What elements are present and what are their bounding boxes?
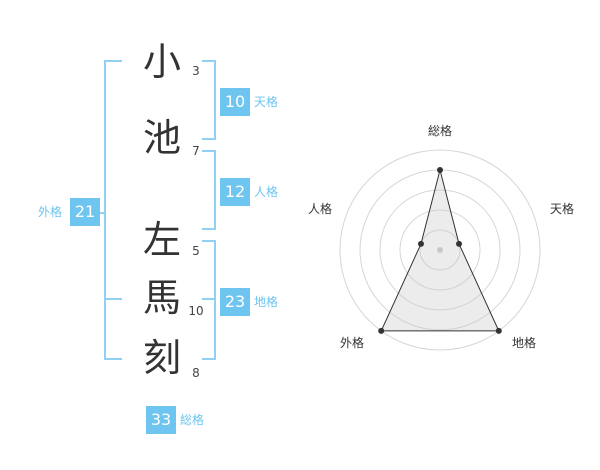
radar-point-3 (495, 327, 502, 334)
soukaku-label: 総格 (180, 413, 205, 427)
jinkaku-label: 人格 (254, 185, 279, 199)
name-char-5: 刻 (142, 336, 181, 380)
radar-ring-1 (419, 229, 461, 271)
gaikaku-label: 外格 (38, 205, 63, 219)
jinkaku-bracket (202, 150, 216, 230)
radar-axis-label-gaikaku: 外格 (339, 336, 364, 350)
radar-point-5 (417, 240, 424, 247)
radar-axis-label-soukaku: 総格 (427, 124, 452, 138)
tenkaku-bracket (202, 60, 216, 140)
stroke-count-5: 8 (192, 366, 200, 380)
radar-ring-2 (399, 209, 481, 291)
soukaku-badge: 33 (146, 406, 176, 434)
gaikaku-bracket (104, 60, 122, 360)
name-char-1: 小 (142, 40, 181, 84)
radar-chart-svg (339, 149, 541, 351)
radar-axis-label-tenkaku: 天格 (549, 202, 574, 216)
radar-center-dot (437, 247, 443, 253)
name-char-3: 左 (142, 218, 181, 262)
radar-point-4 (378, 327, 385, 334)
stroke-count-3: 5 (192, 244, 200, 258)
chikaku-label: 地格 (254, 295, 279, 309)
name-char-2: 池 (142, 116, 181, 160)
gaikaku-badge: 21 (70, 198, 100, 226)
stroke-count-1: 3 (192, 64, 200, 78)
radar-chart (300, 100, 600, 380)
chikaku-bracket-tick (202, 298, 216, 300)
chikaku-badge: 23 (220, 288, 250, 316)
tenkaku-badge: 10 (220, 88, 250, 116)
radar-ring-3 (379, 189, 501, 311)
stroke-count-4: 10 (188, 304, 204, 318)
gaikaku-bracket-tick (104, 298, 122, 300)
radar-point-2 (456, 240, 463, 247)
stroke-count-2: 7 (192, 144, 200, 158)
radar-axis-label-chikaku: 地格 (511, 336, 536, 350)
name-char-4: 馬 (142, 276, 181, 320)
jinkaku-badge: 12 (220, 178, 250, 206)
radar-ring-5 (339, 149, 541, 351)
radar-point-1 (437, 167, 443, 173)
chikaku-bracket (202, 240, 216, 360)
radar-axis-label-jinkaku: 人格 (307, 202, 332, 216)
tenkaku-label: 天格 (254, 95, 279, 109)
